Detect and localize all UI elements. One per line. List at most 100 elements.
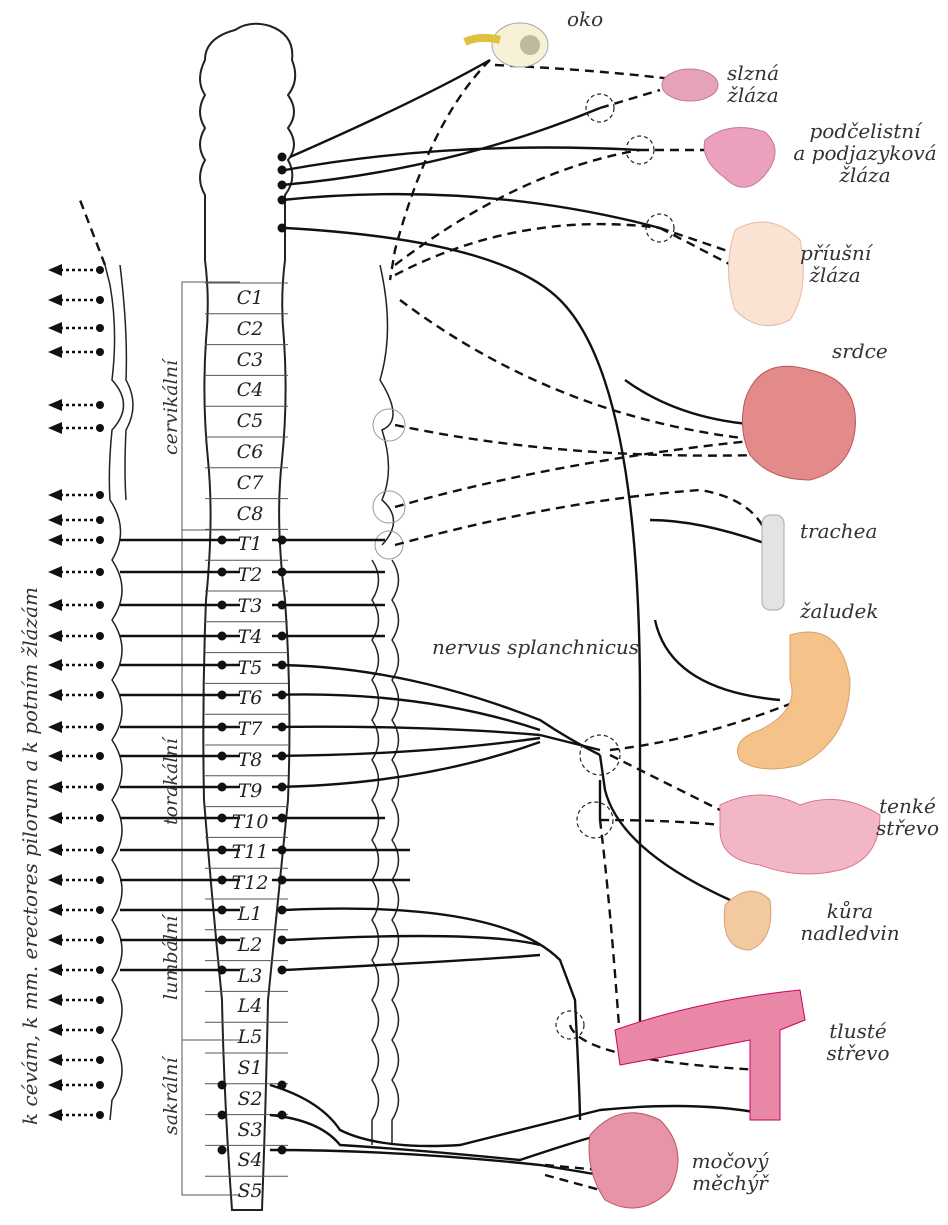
segment-label-c8: C8 [220,503,280,525]
arrow-head [48,489,62,501]
arrow-head [48,994,62,1006]
label-region-thoracic: torakální [160,738,182,825]
segment-label-t8: T8 [220,749,280,771]
segment-label-t2: T2 [220,564,280,586]
ganglion-dot [96,601,104,609]
label-submandibular: podčelistní a podjazyková žláza [790,120,940,186]
ganglion-dot [96,814,104,822]
label-side-targets: k cévám, k mm. erectores pilorum a k pot… [18,587,42,1125]
label-small-intestine-line2: střevo [870,817,945,839]
segment-label-t12: T12 [220,872,280,894]
segment-label-c4: C4 [220,379,280,401]
label-large-intestine-line1: tlusté [818,1020,898,1042]
label-small-intestine: tenké střevo [870,795,945,839]
arrow-head [48,964,62,976]
label-trachea: trachea [800,520,877,542]
label-submandibular-line3: žláza [790,164,940,186]
label-parotid-line2: žláza [800,264,870,286]
ganglion-circles [556,94,674,1039]
ganglion-dot [96,936,104,944]
label-bladder-line1: močový [690,1150,770,1172]
label-nervus-splanchnicus: nervus splanchnicus [432,636,639,658]
ganglion-dot [96,424,104,432]
heart-organ [742,366,855,480]
large-intestine-organ [615,990,805,1120]
label-eye: oko [567,8,603,30]
parotid-organ [729,222,804,326]
synapse-dot [278,166,287,175]
small-intestine-organ [720,795,880,874]
trachea-organ [762,515,784,610]
segment-label-t4: T4 [220,626,280,648]
bladder-organ [589,1113,678,1208]
label-bladder-line2: měchýř [690,1172,770,1194]
synapse-dot [278,224,287,233]
arrow-head [48,844,62,856]
segment-label-t10: T10 [220,811,280,833]
ganglion-dot [96,661,104,669]
segment-label-c2: C2 [220,318,280,340]
label-adrenal: kůra nadledvin [800,900,900,944]
ganglion-dot [96,906,104,914]
segment-label-l3: L3 [220,965,280,987]
arrow-head [48,659,62,671]
ganglion-dot [96,491,104,499]
label-adrenal-line1: kůra [800,900,900,922]
arrow-head [48,422,62,434]
ganglion-dot [96,691,104,699]
arrow-head [48,781,62,793]
ganglion-dot [96,516,104,524]
ganglion-dot [96,996,104,1004]
ganglion-dot [96,723,104,731]
arrow-head [48,750,62,762]
arrow-head [48,1109,62,1121]
arrow-head [48,1024,62,1036]
segment-label-t5: T5 [220,657,280,679]
arrow-head [48,1054,62,1066]
ganglion-dot [96,324,104,332]
arrow-head [48,721,62,733]
segment-label-t6: T6 [220,687,280,709]
right-sympathetic-chain [372,265,405,1145]
segment-label-s3: S3 [220,1119,280,1141]
synapse-dot [278,181,287,190]
label-region-sacral: sakrální [160,1058,182,1135]
left-arrows [48,264,104,1121]
ganglion-dot [96,1111,104,1119]
segment-label-t9: T9 [220,780,280,802]
synapse-dot [278,196,287,205]
ganglion-dot [96,1056,104,1064]
ganglion-dot [96,568,104,576]
ganglion-dot [96,266,104,274]
segment-label-s5: S5 [220,1180,280,1202]
ganglion-dot [96,632,104,640]
label-large-intestine: tlusté střevo [818,1020,898,1064]
arrow-head [48,534,62,546]
ganglion-dot [96,1026,104,1034]
arrow-head [48,599,62,611]
ganglion-dot [96,1081,104,1089]
label-heart: srdce [832,340,888,362]
label-submandibular-line1: podčelistní [790,120,940,142]
label-lacrimal-line1: slzná [718,62,788,84]
ganglion-dot [96,296,104,304]
arrow-head [48,812,62,824]
ganglion-dot [96,846,104,854]
left-sympathetic-chain [105,265,133,1120]
synapse-dot [278,153,287,162]
label-region-cervical: cervikální [160,360,182,455]
label-small-intestine-line1: tenké [870,795,945,817]
segment-label-t1: T1 [220,533,280,555]
segment-label-l1: L1 [220,903,280,925]
segment-label-c7: C7 [220,472,280,494]
label-parotid: příušní žláza [800,242,870,286]
segment-label-t11: T11 [220,841,280,863]
segment-label-s1: S1 [220,1057,280,1079]
arrow-head [48,399,62,411]
adrenal-organ [724,891,771,950]
label-stomach: žaludek [800,600,879,622]
label-parotid-line1: příušní [800,242,870,264]
label-lacrimal-line2: žláza [718,84,788,106]
arrow-head [48,264,62,276]
